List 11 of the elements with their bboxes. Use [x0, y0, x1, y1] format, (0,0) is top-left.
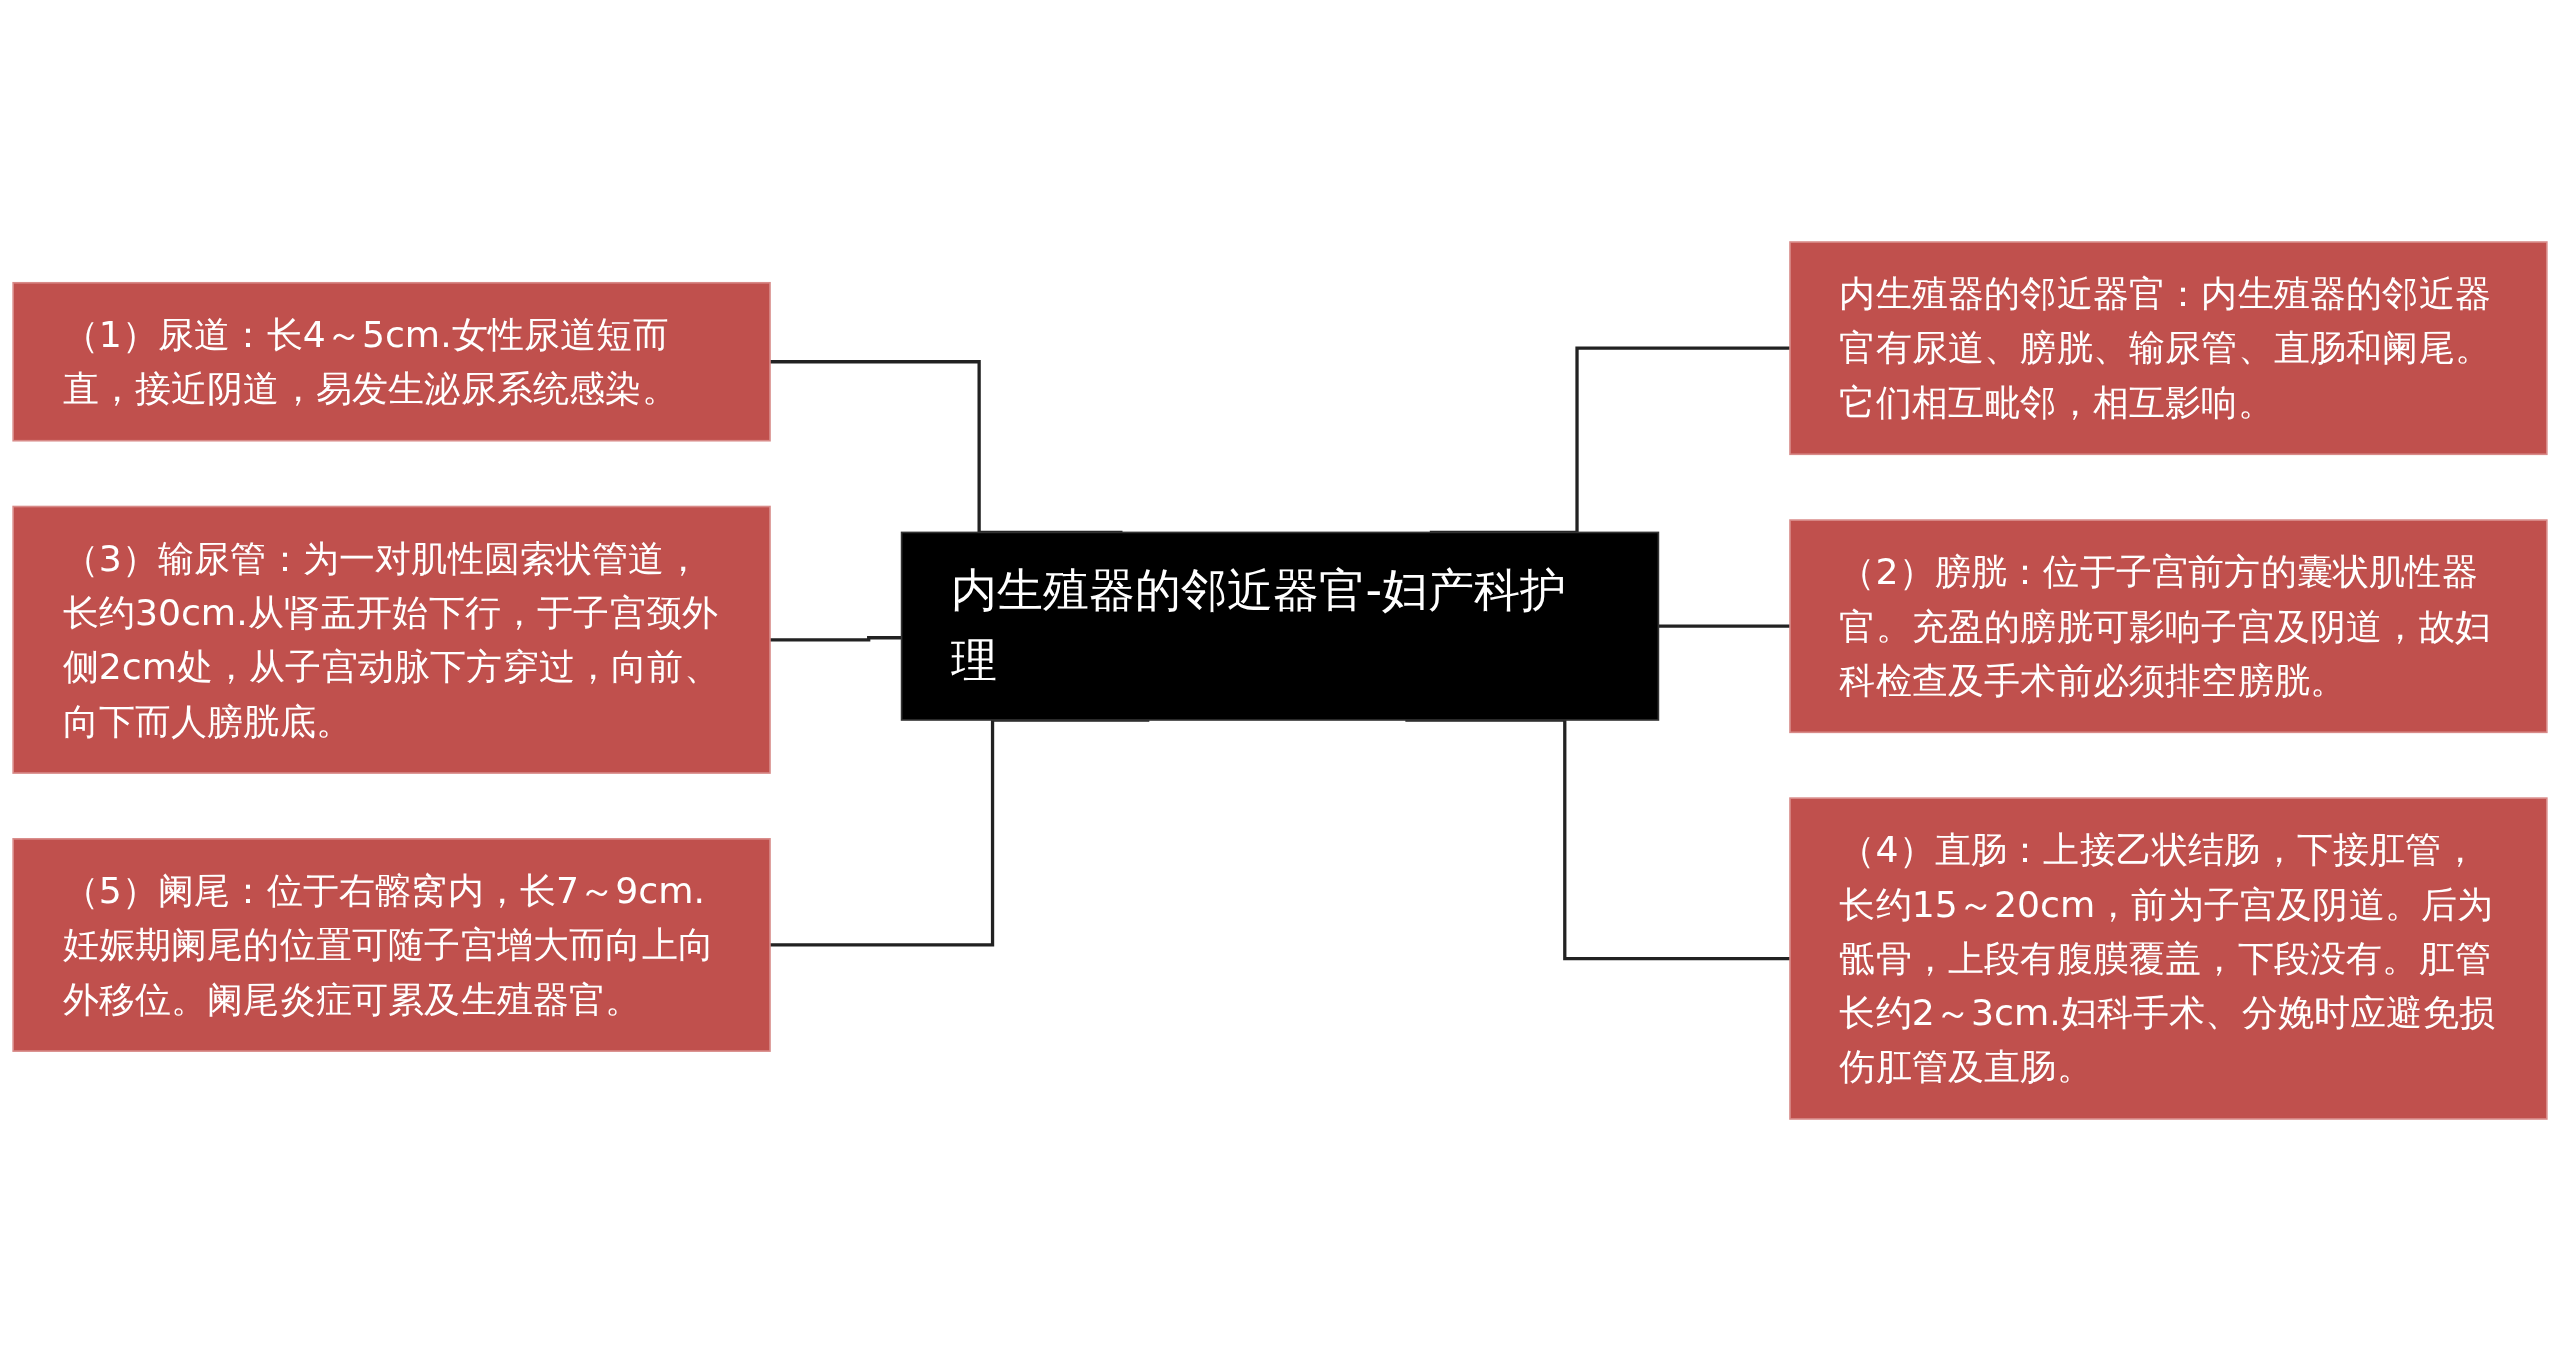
connector	[1405, 718, 1791, 961]
node-box: （3）输尿管：为一对肌性圆索状管道，长约30cm.从肾盂开始下行，于子宫颈外侧2cm处，从子宫动脉下方穿过，向前、向下而人膀胱底。	[12, 505, 771, 774]
node-box: （4）直肠：上接乙状结肠，下接肛管，长约15～20cm，前为子宫及阴道。后为骶骨，上段有腹膜覆盖，下段没有。肛管长约2～3cm.妇科手术、分娩时应避免损伤肛管及直肠。	[1789, 797, 2548, 1120]
node-box: （5）阑尾：位于右髂窝内，长7～9cm.妊娠期阑尾的位置可随子宫增大而向上向外移位。阑尾炎症可累及生殖器官。	[12, 838, 771, 1052]
connector	[1658, 624, 1791, 628]
connector	[769, 636, 902, 642]
node-box: 内生殖器的邻近器官：内生殖器的邻近器官有尿道、膀胱、输尿管、直肠和阑尾。它们相互毗邻，相互影响。	[1789, 241, 2548, 456]
node-box: （1）尿道：长4～5cm.女性尿道短而直，接近阴道，易发生泌尿系统感染。	[12, 281, 771, 442]
node-box: （2）膀胱：位于子宫前方的囊状肌性器官。充盈的膀胱可影响子宫及阴道，故妇科检查及手术前必须排空膀胱。	[1789, 519, 2548, 734]
connector	[769, 718, 1150, 947]
node-box: 内生殖器的邻近器官-妇产科护理	[900, 531, 1660, 721]
